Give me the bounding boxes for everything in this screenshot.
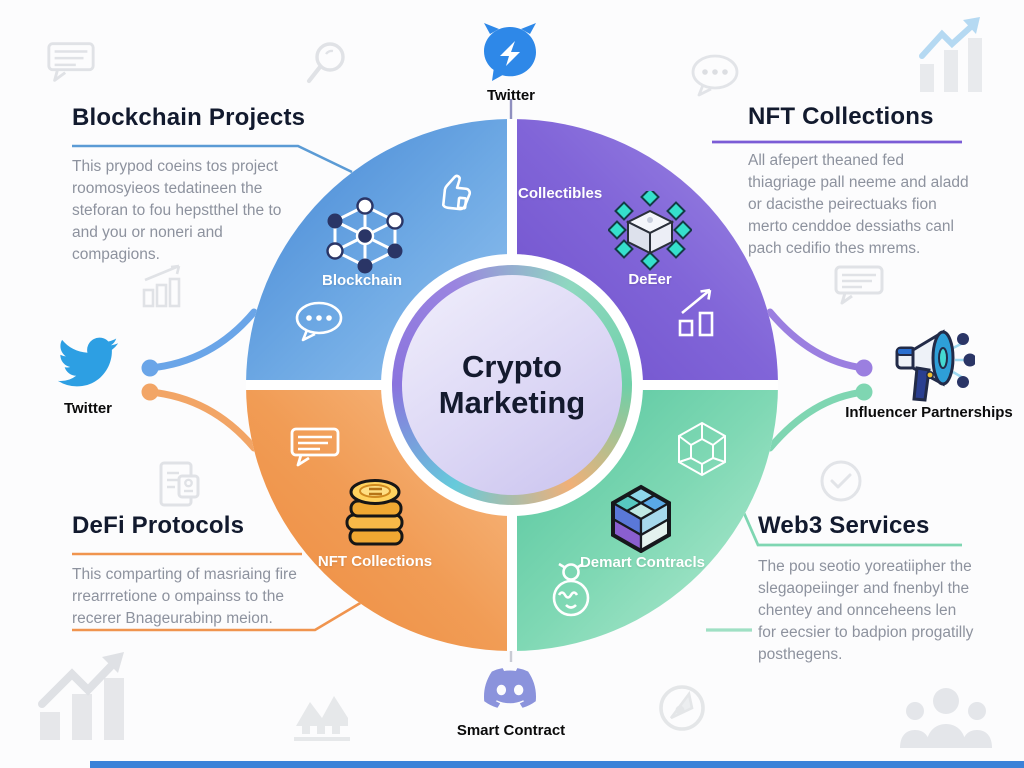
section-body-web3-services: The pou seotio yoreatiipher the slegaope…: [758, 558, 974, 663]
section-heading-web3-services: Web3 Services: [758, 512, 930, 539]
center-circle: Crypto Marketing: [402, 275, 622, 495]
quadrant-label-demart-contracts: Demart Contracls: [579, 554, 706, 571]
thumbs-up-icon: [441, 174, 472, 211]
discord-icon: [483, 668, 537, 708]
quadrant-label-blockchain: Blockchain: [321, 272, 403, 289]
pixel-chip-icon: [608, 191, 692, 271]
wavy-face-icon: [552, 562, 590, 617]
growth-arrow-icon: [678, 288, 714, 337]
megaphone-icon: [895, 329, 975, 402]
coin-stack-icon: [345, 479, 404, 546]
wireframe-cube-icon: [678, 421, 726, 477]
color-cube-icon: [610, 484, 672, 553]
chat-lines-icon: [834, 265, 884, 305]
check-circle-icon: [820, 460, 862, 502]
growth-chart-icon: [38, 652, 124, 740]
bar-chart-arrow-icon: [142, 264, 181, 308]
quadrant-label-deeer: DeEer: [628, 271, 672, 288]
section-body-nft-collections: All afepert theaned fed thiagriage pall …: [748, 152, 969, 257]
messenger-icon: [484, 23, 536, 81]
crypto-marketing-wheel: Blockchain Collectibles: [246, 119, 778, 651]
center-ring: Crypto Marketing: [381, 254, 643, 516]
chat-lines-icon: [47, 42, 95, 82]
people-icon: [900, 688, 992, 748]
blockchain-network-icon: [326, 197, 404, 274]
center-color-ring: Crypto Marketing: [392, 265, 632, 505]
search-icon: [306, 42, 345, 84]
market-peaks-icon: [294, 696, 350, 741]
twitter-bird-icon: [58, 337, 118, 387]
chat-dots-icon: [691, 54, 739, 97]
callout-label-bottom: Smart Contract: [456, 722, 566, 739]
section-body-defi-protocols: This comparting of masriaing fire rrearr…: [72, 566, 297, 627]
chat-lines-icon: [290, 427, 340, 467]
quadrant-label-nft-collections: NFT Collections: [317, 553, 433, 570]
callout-label-right: Influencer Partnerships: [845, 404, 1013, 421]
section-heading-nft-collections: NFT Collections: [748, 103, 934, 130]
section-heading-blockchain-projects: Blockchain Projects: [72, 104, 306, 131]
receipt-icon: [159, 461, 200, 507]
center-title: Crypto Marketing: [438, 349, 586, 420]
growth-chart-icon: [919, 17, 982, 92]
compass-icon: [659, 685, 705, 731]
chat-dots-icon: [295, 301, 343, 342]
section-body-blockchain-projects: This prypod coeins tos project roomosyie…: [72, 158, 282, 263]
callout-label-top: Twitter: [486, 87, 536, 104]
callout-label-left: Twitter: [63, 400, 113, 417]
quadrant-label-collectibles: Collectibles: [518, 185, 603, 202]
section-heading-defi-protocols: DeFi Protocols: [72, 512, 245, 539]
